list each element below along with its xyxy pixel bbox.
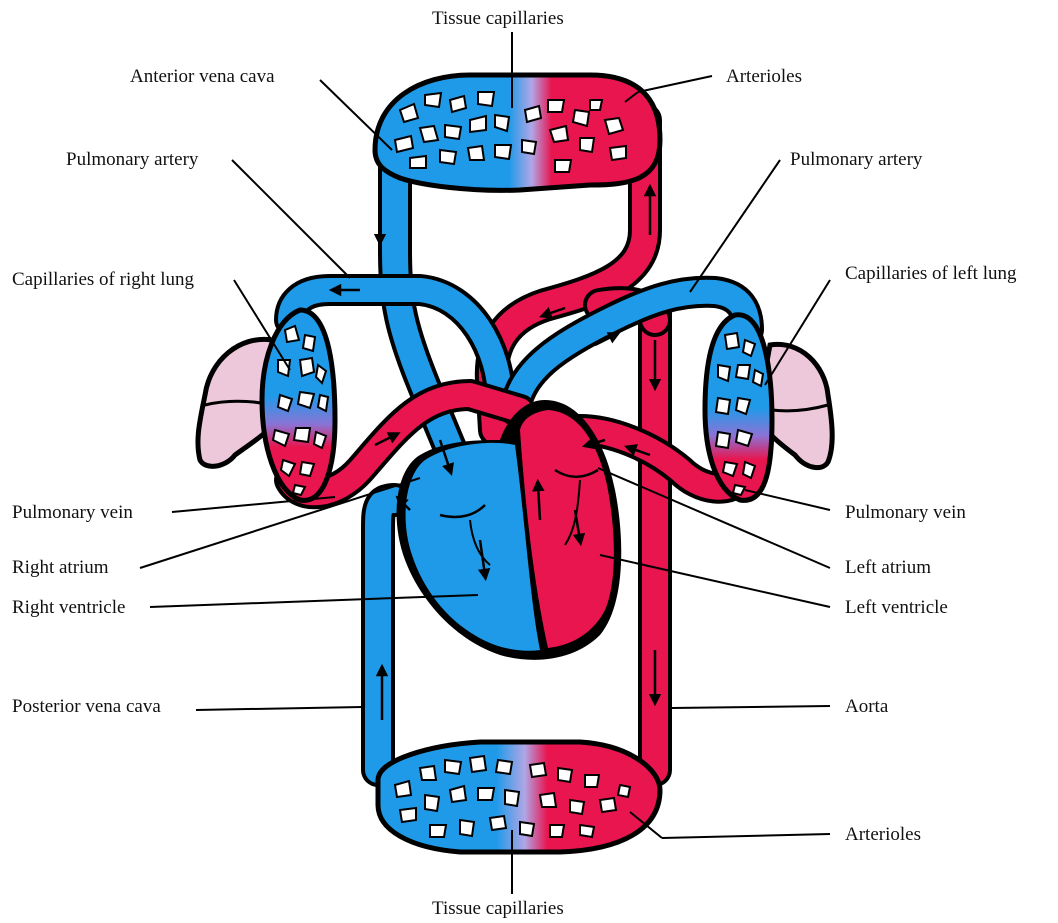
capillaries-right-lung xyxy=(262,310,335,500)
label-left-ventricle: Left ventricle xyxy=(845,597,948,619)
label-right-atrium: Right atrium xyxy=(12,557,109,579)
label-capillaries-right-lung: Capillaries of right lung xyxy=(12,269,194,291)
label-posterior-vena-cava: Posterior vena cava xyxy=(12,696,161,718)
label-pulmonary-artery-left: Pulmonary artery xyxy=(66,149,198,171)
label-tissue-capillaries-top: Tissue capillaries xyxy=(432,8,564,30)
tissue-capillaries-bottom xyxy=(378,742,660,852)
label-pulmonary-artery-right: Pulmonary artery xyxy=(790,149,922,171)
label-arterioles-top: Arterioles xyxy=(726,66,802,88)
label-pulmonary-vein-left: Pulmonary vein xyxy=(12,502,133,524)
label-right-ventricle: Right ventricle xyxy=(12,597,125,619)
label-aorta: Aorta xyxy=(845,696,888,718)
label-anterior-vena-cava: Anterior vena cava xyxy=(130,66,275,88)
capillaries-left-lung xyxy=(705,315,772,501)
label-capillaries-left-lung: Capillaries of left lung xyxy=(845,263,1016,285)
tissue-capillaries-top xyxy=(375,75,660,190)
label-tissue-capillaries-bottom: Tissue capillaries xyxy=(432,898,564,920)
label-pulmonary-vein-right: Pulmonary vein xyxy=(845,502,966,524)
label-left-atrium: Left atrium xyxy=(845,557,931,579)
label-arterioles-bottom: Arterioles xyxy=(845,824,921,846)
